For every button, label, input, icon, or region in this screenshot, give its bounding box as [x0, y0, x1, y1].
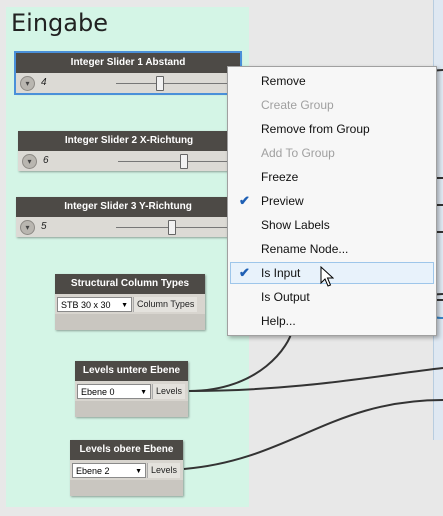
- menu-item-add-to-group[interactable]: Add To Group: [230, 142, 434, 164]
- menu-label: Show Labels: [261, 218, 330, 232]
- node-integer-slider-2[interactable]: Integer Slider 2 X-Richtung ▾ 6: [18, 131, 240, 171]
- menu-label: Remove from Group: [261, 122, 370, 136]
- menu-item-remove-from-group[interactable]: Remove from Group: [230, 118, 434, 140]
- slider-thumb[interactable]: [156, 76, 164, 91]
- wire-levels-lower-2: [188, 367, 443, 392]
- menu-label: Remove: [261, 74, 306, 88]
- menu-label: Preview: [261, 194, 304, 208]
- slider-value: 5: [41, 221, 47, 232]
- menu-label: Freeze: [261, 170, 299, 184]
- node-title: Levels obere Ebene: [70, 440, 183, 460]
- dropdown-arrow-icon: ▼: [135, 468, 142, 475]
- group-title: Eingabe: [11, 9, 108, 37]
- output-port-levels[interactable]: Levels: [152, 384, 186, 399]
- menu-item-is-output[interactable]: Is Output: [230, 286, 434, 308]
- slider-track[interactable]: [116, 83, 234, 84]
- slider-value: 6: [43, 155, 49, 166]
- menu-label: Add To Group: [261, 146, 335, 160]
- menu-label: Create Group: [261, 98, 334, 112]
- node-title: Integer Slider 2 X-Richtung: [18, 131, 240, 151]
- wire-levels-upper: [183, 399, 443, 470]
- node-title: Integer Slider 1 Abstand: [16, 53, 240, 73]
- menu-item-freeze[interactable]: Freeze: [230, 166, 434, 188]
- chevron-down-icon[interactable]: ▾: [20, 220, 35, 235]
- dropdown-value: Ebene 0: [81, 387, 115, 397]
- level-dropdown[interactable]: Ebene 2 ▼: [72, 463, 146, 478]
- menu-item-is-input[interactable]: ✔ Is Input: [230, 262, 434, 284]
- output-port-levels[interactable]: Levels: [147, 463, 181, 478]
- node-context-menu: Remove Create Group Remove from Group Ad…: [227, 66, 437, 336]
- node-body: ▾ 4: [16, 73, 240, 93]
- node-integer-slider-3[interactable]: Integer Slider 3 Y-Richtung ▾ 5: [16, 197, 240, 237]
- node-body: STB 30 x 30 ▼ Column Types: [55, 294, 205, 314]
- node-body: ▾ 6: [18, 151, 240, 171]
- node-body: Ebene 0 ▼ Levels: [75, 381, 188, 401]
- menu-item-help[interactable]: Help...: [230, 310, 434, 332]
- slider-thumb[interactable]: [180, 154, 188, 169]
- slider-value: 4: [41, 77, 47, 88]
- node-structural-column-types[interactable]: Structural Column Types STB 30 x 30 ▼ Co…: [55, 274, 205, 330]
- menu-label: Is Input: [261, 266, 301, 280]
- node-integer-slider-1[interactable]: Integer Slider 1 Abstand ▾ 4: [14, 51, 242, 95]
- node-body: ▾ 5: [16, 217, 240, 237]
- checkmark-icon: ✔: [239, 193, 250, 208]
- mouse-pointer-icon: [320, 266, 334, 287]
- menu-label: Is Output: [261, 290, 310, 304]
- node-body: Ebene 2 ▼ Levels: [70, 460, 183, 480]
- level-dropdown[interactable]: Ebene 0 ▼: [77, 384, 151, 399]
- column-type-dropdown[interactable]: STB 30 x 30 ▼: [57, 297, 132, 312]
- node-title: Structural Column Types: [55, 274, 205, 294]
- node-title: Integer Slider 3 Y-Richtung: [16, 197, 240, 217]
- chevron-down-icon[interactable]: ▾: [20, 76, 35, 91]
- node-title: Levels untere Ebene: [75, 361, 188, 381]
- dropdown-arrow-icon: ▼: [140, 389, 147, 396]
- menu-item-show-labels[interactable]: Show Labels: [230, 214, 434, 236]
- chevron-down-icon[interactable]: ▾: [22, 154, 37, 169]
- slider-thumb[interactable]: [168, 220, 176, 235]
- dropdown-value: Ebene 2: [76, 466, 110, 476]
- menu-item-create-group[interactable]: Create Group: [230, 94, 434, 116]
- output-port-column-types[interactable]: Column Types: [133, 297, 198, 312]
- menu-item-preview[interactable]: ✔ Preview: [230, 190, 434, 212]
- menu-label: Rename Node...: [261, 242, 349, 256]
- node-levels-untere-ebene[interactable]: Levels untere Ebene Ebene 0 ▼ Levels: [75, 361, 188, 417]
- menu-item-remove[interactable]: Remove: [230, 70, 434, 92]
- slider-track[interactable]: [118, 161, 236, 162]
- menu-item-rename-node[interactable]: Rename Node...: [230, 238, 434, 260]
- checkmark-icon: ✔: [239, 265, 250, 280]
- menu-label: Help...: [261, 314, 296, 328]
- dropdown-value: STB 30 x 30: [61, 300, 111, 310]
- wire-levels-lower: [188, 329, 293, 392]
- node-levels-obere-ebene[interactable]: Levels obere Ebene Ebene 2 ▼ Levels: [70, 440, 183, 496]
- dropdown-arrow-icon: ▼: [121, 302, 128, 309]
